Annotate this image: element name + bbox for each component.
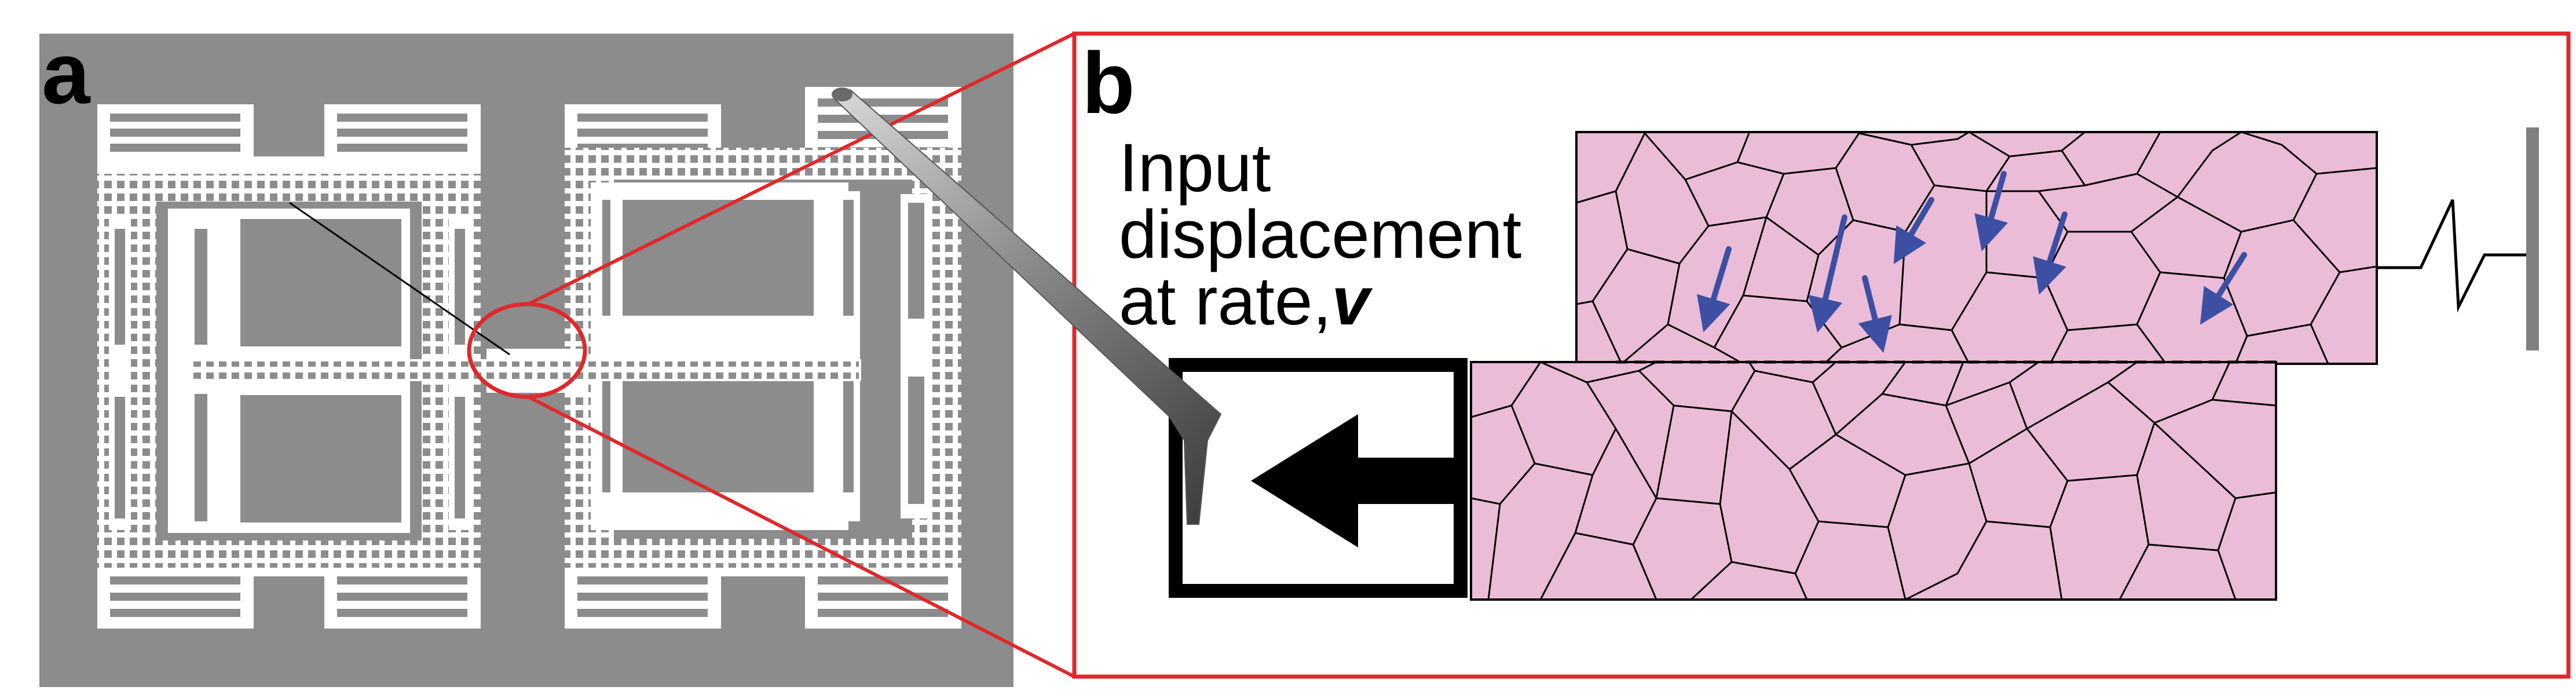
blue-arrow	[1974, 171, 2008, 251]
spring-icon	[2377, 199, 2528, 313]
label-line-3-prefix: at rate,	[1119, 263, 1331, 339]
blue-arrow	[2033, 211, 2068, 295]
panel-b: b Input displacement at rate,v	[832, 31, 2571, 679]
shuttle-beam	[188, 360, 860, 380]
probe-needle-icon	[832, 87, 1222, 525]
blue-arrow	[1893, 197, 1934, 264]
label-line-2: displacement	[1119, 196, 1521, 273]
zoom-line-bottom	[527, 395, 1075, 678]
wall-icon	[2526, 127, 2539, 350]
blue-stress-arrows	[1697, 171, 2247, 353]
zoom-line-top	[527, 32, 1075, 306]
lower-grain-block	[1470, 361, 2277, 601]
actuator-box	[1169, 358, 1468, 598]
upper-grain-block	[1575, 131, 2378, 365]
input-displacement-label: Input displacement at rate,v	[1119, 130, 1521, 339]
right-device	[565, 87, 961, 629]
blue-arrow	[1808, 214, 1847, 333]
panel-b-letter: b	[1082, 34, 1135, 132]
panel-a-letter: a	[42, 24, 91, 122]
velocity-symbol: v	[1331, 263, 1373, 339]
probe-trace-line	[289, 202, 510, 356]
left-arrow-icon	[1251, 414, 1454, 547]
label-line-1: Input	[1119, 130, 1271, 206]
blue-arrow	[2200, 252, 2247, 325]
zoom-callout-circle	[467, 302, 587, 399]
left-device	[97, 104, 481, 629]
blue-arrow	[1697, 246, 1732, 333]
blue-arrow	[1858, 275, 1892, 353]
label-line-3: at rate,v	[1119, 263, 1373, 339]
